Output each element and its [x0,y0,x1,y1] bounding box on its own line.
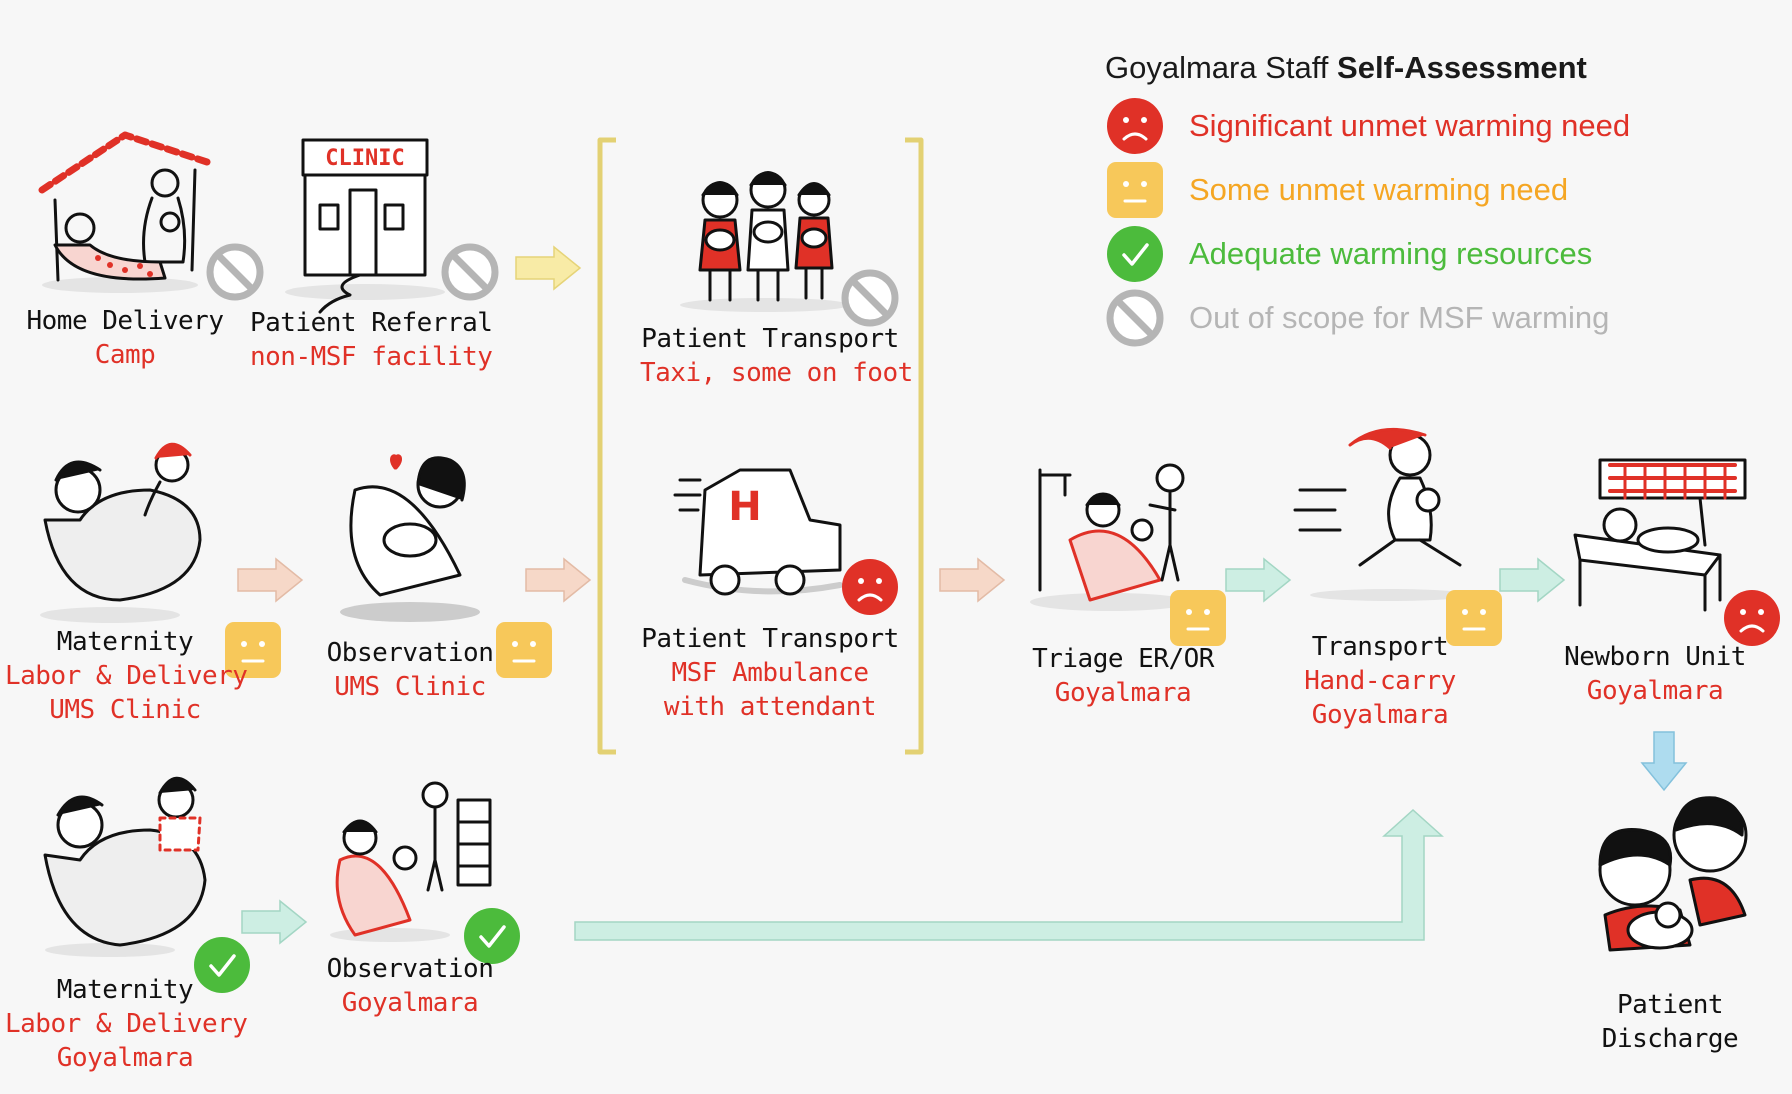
discharge-illustration [1598,796,1748,952]
node-maternity-ums: Maternity Labor & Delivery UMS Clinic [5,625,248,727]
node-home-delivery: Home Delivery Camp [25,304,225,372]
node-observation-ums: Observation UMS Clinic [320,636,500,704]
node-name: Newborn Unit [1564,642,1746,672]
triage-illustration [1030,463,1190,611]
node-method: Hand-carry [1304,666,1456,696]
node-service: MSF Ambulance [671,658,870,688]
node-observation-goyalmara: Observation Goyalmara [320,952,500,1020]
flow-arrow-transport-to-triage [939,558,1005,602]
newborn-unit-illustration [1573,458,1747,612]
status-gray-home-delivery-icon [210,247,260,297]
status-red-newborn-icon [1722,588,1782,648]
status-red-ambulance-icon [840,557,900,617]
node-name-line1: Patient [1616,990,1724,1020]
node-transport-handcarry: Transport Hand-carry Goyalmara [1290,630,1470,732]
status-gray-taxi-icon [845,273,895,323]
observation-ums-illustration [340,454,480,622]
node-name: Home Delivery [26,306,225,336]
node-name: Triage ER/OR [1032,644,1214,674]
no-symbol-icon [1105,288,1165,348]
node-location: Camp [94,340,156,370]
flow-arrow-maternity-to-observation-goyalmara [241,900,307,944]
observation-goyalmara-illustration [330,781,492,942]
flow-arrow-maternity-to-observation [237,558,303,602]
node-maternity-goyalmara: Maternity Labor & Delivery Goyalmara [5,973,248,1075]
node-location: Goyalmara [1054,678,1192,708]
sad-face-icon [1105,96,1165,156]
ambulance-illustration: H [673,468,843,596]
status-yellow-triage-icon [1168,588,1228,648]
node-patient-referral: Patient Referral non-MSF facility [250,306,493,374]
legend-label: Out of scope for MSF warming [1189,300,1610,335]
flow-arrow-observation-to-handcarry [574,808,1444,941]
legend-title: Goyalmara Staff Self-Assessment [1105,50,1630,86]
node-newborn-unit: Newborn Unit Goyalmara [1560,640,1750,708]
checkmark-icon [1105,224,1165,284]
legend-label: Some unmet warming need [1189,172,1569,207]
clinic-illustration: CLINIC [285,138,445,314]
node-location: UMS Clinic [334,672,486,702]
node-name: Patient Transport [641,324,899,354]
node-location: Taxi, some on foot [640,358,913,388]
legend-item-some: Some unmet warming need [1105,158,1630,222]
clinic-sign-text: CLINIC [325,146,404,171]
node-department: Labor & Delivery [5,661,248,691]
status-yellow-observation-ums-icon [494,620,554,680]
flow-arrow-triage-to-handcarry [1225,558,1291,602]
home-delivery-illustration [38,131,211,293]
transport-bracket-right [905,137,924,755]
node-name: Maternity [56,627,194,657]
legend-title-emphasis: Self-Assessment [1337,50,1587,85]
node-name: Observation [326,954,494,984]
neutral-face-icon [1105,160,1165,220]
flow-arrow-handcarry-to-newborn [1499,558,1565,602]
flow-arrow-referral-to-transport [515,246,581,290]
legend-label: Adequate warming resources [1189,236,1593,271]
node-detail: with attendant [663,692,877,722]
node-location: non-MSF facility [250,342,493,372]
flow-arrow-observation-to-transport [525,558,591,602]
node-name: Observation [326,638,494,668]
node-name: Patient Transport [641,624,899,654]
legend-item-adequate: Adequate warming resources [1105,222,1630,286]
ambulance-h-mark: H [728,484,761,530]
node-location: UMS Clinic [49,695,201,725]
legend: Goyalmara Staff Self-Assessment Signific… [1105,50,1630,350]
maternity-ums-illustration [40,442,202,623]
handcarry-illustration [1293,427,1470,601]
node-location: Goyalmara [1311,700,1449,730]
taxi-transport-illustration [680,171,850,312]
status-gray-referral-icon [445,247,495,297]
node-patient-discharge: Patient Discharge [1590,988,1750,1056]
node-name: Transport [1311,632,1449,662]
node-location: Goyalmara [341,988,479,1018]
node-transport-taxi: Patient Transport Taxi, some on foot [640,322,913,390]
node-name: Maternity [56,975,194,1005]
node-location: Goyalmara [1586,676,1724,706]
legend-label: Significant unmet warming need [1189,108,1631,143]
flow-arrow-newborn-to-discharge [1640,731,1688,792]
legend-title-prefix: Goyalmara Staff [1105,50,1329,85]
node-name: Patient Referral [250,308,493,338]
node-department: Labor & Delivery [5,1009,248,1039]
legend-item-significant: Significant unmet warming need [1105,94,1630,158]
node-triage: Triage ER/OR Goyalmara [1018,642,1228,710]
transport-bracket-left [597,137,616,755]
node-location: Goyalmara [56,1043,194,1073]
legend-item-out-of-scope: Out of scope for MSF warming [1105,286,1630,350]
node-name-line2: Discharge [1601,1024,1739,1054]
node-transport-ambulance: Patient Transport MSF Ambulance with att… [640,622,900,724]
maternity-goyalmara-illustration [43,776,207,957]
